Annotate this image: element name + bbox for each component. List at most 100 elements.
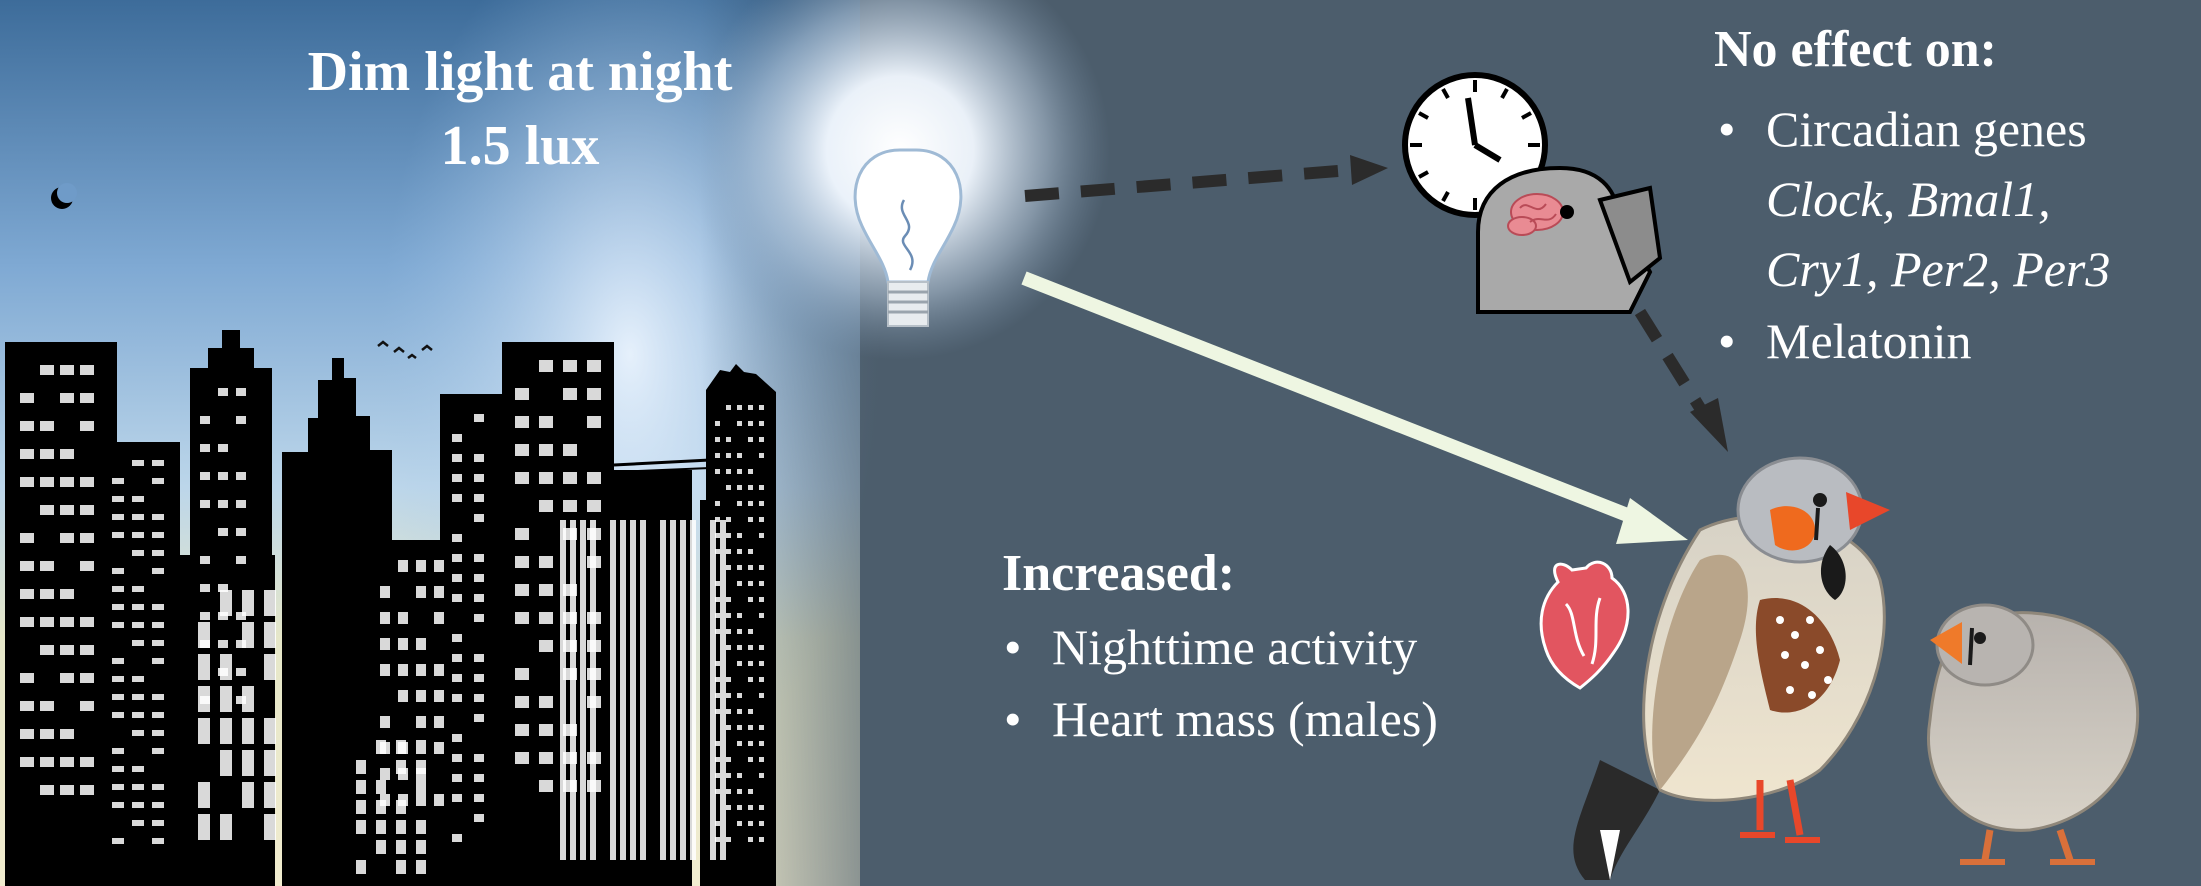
building-window — [398, 612, 408, 624]
building-window — [416, 716, 426, 728]
building-window — [60, 673, 74, 683]
building-window — [416, 860, 426, 874]
building-window — [434, 794, 444, 806]
female-zebra-finch-icon — [1927, 603, 2140, 865]
building-window — [80, 701, 94, 711]
city-skyline — [5, 330, 776, 886]
building-window — [236, 556, 246, 564]
building-window — [112, 694, 124, 700]
building-window — [220, 654, 232, 680]
building-window — [112, 784, 124, 790]
bullet: • — [1718, 313, 1736, 369]
building-window — [515, 556, 529, 568]
building-window — [452, 794, 462, 802]
building-window — [715, 629, 720, 634]
building-window — [759, 645, 764, 650]
building-window — [152, 694, 164, 700]
building-window — [416, 840, 426, 854]
building-window — [759, 501, 764, 506]
building-window — [560, 520, 566, 860]
building-window — [748, 645, 753, 650]
building-window — [152, 460, 164, 466]
building-window — [539, 500, 553, 512]
building-window — [610, 520, 616, 860]
building-window — [515, 696, 529, 708]
building-window — [198, 654, 210, 680]
building-window — [715, 517, 720, 522]
building-window — [236, 472, 246, 480]
building-window — [434, 716, 444, 728]
building-window — [759, 533, 764, 538]
building-window — [515, 472, 529, 484]
building-window — [452, 734, 462, 742]
building-window — [715, 549, 720, 554]
building-window — [132, 730, 144, 736]
building-window — [452, 454, 462, 462]
building-window — [474, 814, 484, 822]
building-window — [200, 444, 210, 452]
building-window — [515, 416, 529, 428]
circadian-genes-list-line-2: Cry1, Per2, Per3 — [1766, 241, 2111, 297]
building-window — [396, 840, 406, 854]
building-window — [220, 590, 232, 616]
building-window — [630, 520, 636, 860]
building-window — [80, 785, 94, 795]
building-window — [434, 560, 444, 572]
building-window — [748, 517, 753, 522]
building-window — [759, 693, 764, 698]
building-window — [474, 554, 484, 562]
building-window — [737, 773, 742, 778]
building-window — [132, 496, 144, 502]
building-window — [587, 472, 601, 484]
building-window — [474, 414, 484, 422]
building-window — [452, 534, 462, 542]
building-window — [726, 597, 731, 602]
building-window — [737, 725, 742, 730]
building-window — [748, 741, 753, 746]
building-window — [737, 613, 742, 618]
building-window — [726, 773, 731, 778]
building-window — [726, 437, 731, 442]
building-window — [748, 485, 753, 490]
building-window — [563, 360, 577, 372]
circadian-genes-label: Circadian genes — [1766, 101, 2087, 157]
building-window — [715, 597, 720, 602]
building-window — [416, 586, 426, 598]
building-window — [80, 757, 94, 767]
building-window — [587, 388, 601, 400]
building-window — [539, 724, 553, 736]
building-window — [474, 654, 484, 662]
building-window — [380, 612, 390, 624]
building-window — [236, 668, 246, 676]
building-window — [416, 820, 426, 834]
building-window — [380, 586, 390, 598]
building-window — [715, 501, 720, 506]
building-window — [737, 453, 742, 458]
building-window — [152, 838, 164, 844]
building-window — [40, 449, 54, 459]
no-effect-item-melatonin: • Melatonin — [1718, 312, 1972, 370]
building-window — [434, 612, 444, 624]
building-window — [416, 638, 426, 650]
building-window — [218, 388, 228, 396]
heart-icon — [1539, 560, 1630, 690]
building-window — [474, 594, 484, 602]
building-window — [748, 597, 753, 602]
building-window — [132, 586, 144, 592]
building-window — [376, 740, 386, 754]
building-window — [563, 500, 577, 512]
building-window — [474, 454, 484, 462]
building-window — [380, 638, 390, 650]
building-window — [726, 789, 731, 794]
building-window — [737, 821, 742, 826]
building-window — [726, 757, 731, 762]
building-window — [20, 561, 34, 571]
building-window — [132, 820, 144, 826]
building-window — [737, 645, 742, 650]
building-window — [759, 485, 764, 490]
building-window — [474, 514, 484, 522]
building-window — [60, 617, 74, 627]
melatonin-label: Melatonin — [1766, 313, 1972, 369]
building-window — [715, 661, 720, 666]
building-window — [132, 712, 144, 718]
